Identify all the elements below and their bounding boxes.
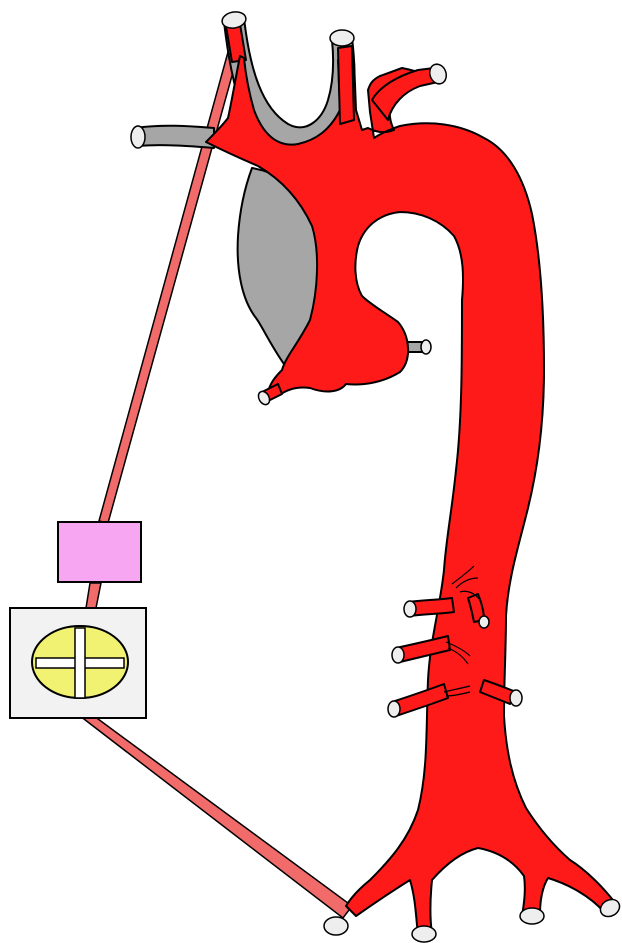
cap-femoral-left <box>324 917 348 935</box>
arterial-inflow-line <box>80 716 352 918</box>
cap-innominate-vein <box>131 126 145 148</box>
left-innominate-vein <box>136 126 214 148</box>
cap-renal <box>510 690 522 706</box>
cap-internal-iliac <box>412 926 436 942</box>
cap-branch-3 <box>388 701 400 717</box>
cap-branch-4 <box>479 616 489 628</box>
cap-branch-1 <box>404 601 416 617</box>
cap-branch-2 <box>392 647 404 663</box>
arterial-structures <box>206 24 616 934</box>
cap-right-iliac-1 <box>520 908 544 924</box>
blood-pump <box>10 608 146 718</box>
cap-svc-top-right <box>330 30 354 46</box>
cap-ivc <box>421 340 431 354</box>
pump-cross-center <box>76 659 84 667</box>
oxygenator-to-pump-line <box>86 583 101 608</box>
venous-return-line <box>99 52 238 523</box>
left-carotid-artery <box>338 46 354 124</box>
oxygenator <box>58 522 141 582</box>
